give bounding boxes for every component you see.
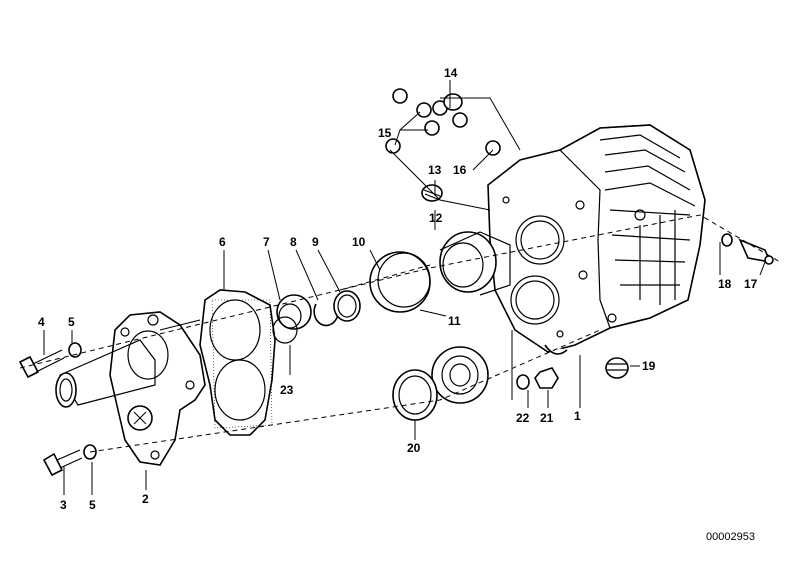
- label-part-4: 4: [38, 315, 45, 329]
- sensor-17: [738, 238, 774, 265]
- plugs-15: [385, 88, 468, 154]
- transmission-housing: [487, 124, 706, 355]
- label-part-8: 8: [290, 235, 297, 249]
- shim-20: [392, 369, 438, 421]
- label-part-15: 15: [378, 126, 392, 140]
- label-part-13: 13: [428, 163, 442, 177]
- gasket: [199, 289, 276, 436]
- label-part-5-top: 5: [68, 315, 75, 329]
- label-part-11: 11: [448, 314, 461, 328]
- label-part-7: 7: [263, 235, 270, 249]
- label-part-23: 23: [280, 383, 294, 397]
- ball-bearing: [431, 346, 489, 404]
- plug-14: [443, 93, 463, 111]
- label-part-16: 16: [453, 163, 467, 177]
- bearing-ring-12: [439, 231, 511, 296]
- washer-22: [516, 374, 530, 390]
- dowel-16: [485, 140, 501, 156]
- label-part-12: 12: [429, 211, 443, 225]
- leader-lines: [19, 80, 781, 495]
- image-code: 00002953: [706, 531, 755, 543]
- gearbox-cover: [55, 311, 206, 466]
- label-part-22: 22: [516, 411, 530, 425]
- ring-9: [333, 290, 361, 322]
- label-part-17: 17: [744, 277, 758, 291]
- part-labels: 1 2 3 4 5 5 6 7 8 9 10 11 12 13 14 15 16…: [38, 66, 758, 512]
- washer-5a: [68, 342, 82, 358]
- label-part-21: 21: [540, 411, 554, 425]
- label-part-18: 18: [718, 277, 732, 291]
- snap-ring-10: [369, 251, 431, 313]
- bolt-4: [18, 349, 65, 379]
- label-part-5-bottom: 5: [89, 498, 96, 512]
- washer-18: [721, 233, 733, 247]
- label-part-2: 2: [142, 492, 149, 506]
- label-part-19: 19: [642, 359, 656, 373]
- label-part-10: 10: [352, 235, 366, 249]
- bolt-3: [42, 449, 83, 477]
- label-part-3: 3: [60, 498, 67, 512]
- label-part-20: 20: [407, 441, 421, 455]
- plug-19: [605, 357, 629, 379]
- label-part-14: 14: [444, 66, 458, 80]
- shaft-seal: [272, 294, 312, 344]
- label-part-6: 6: [219, 235, 226, 249]
- label-part-1: 1: [574, 409, 581, 423]
- label-part-9: 9: [312, 235, 319, 249]
- nut-21: [534, 367, 559, 389]
